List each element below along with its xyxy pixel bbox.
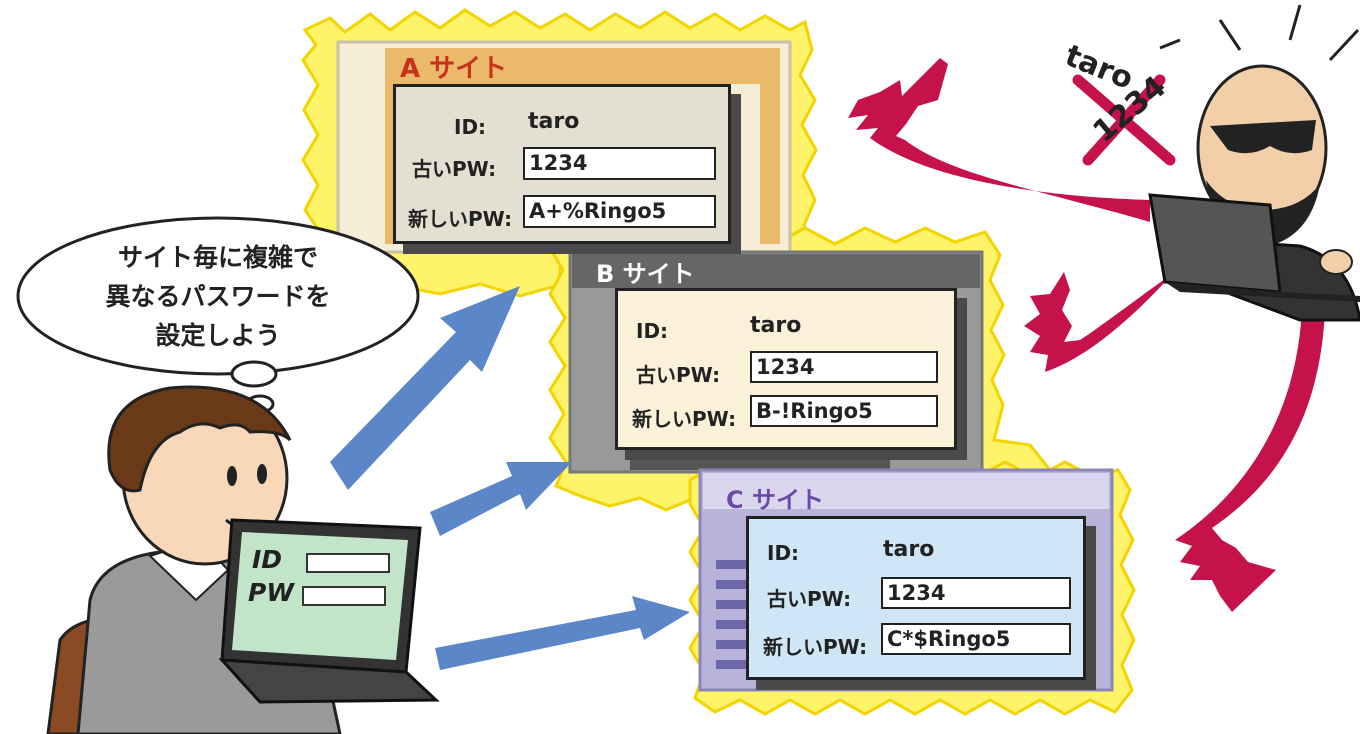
site-b-footer-bar (630, 460, 890, 470)
bubble-text: サイト毎に複雑で 異なるパスワードを 設定しよう (40, 238, 396, 355)
site-b-new-pw-field[interactable]: B-!Ringo5 (750, 395, 938, 427)
site-a-new-pw-label: 新しいPW: (408, 207, 513, 231)
user-eye-right (257, 464, 267, 484)
hacker-laptop-lid (1148, 193, 1282, 294)
site-a-id-value: taro (528, 109, 580, 134)
site-c-old-pw-field[interactable]: 1234 (881, 577, 1071, 609)
user-hair (107, 385, 292, 493)
hacker-lines (1159, 4, 1360, 62)
bubble-body (16, 216, 420, 376)
user-eye-left (227, 466, 237, 486)
site-b-dialog: ID: taro 古いPW: 1234 新しいPW: B-!Ringo5 (615, 288, 957, 450)
blue-arrows (330, 286, 690, 670)
site-a-new-pw-field[interactable]: A+%Ringo5 (523, 195, 716, 228)
laptop-pw-field[interactable] (302, 586, 386, 606)
site-c-new-pw-label: 新しいPW: (763, 635, 868, 659)
hacker-illustration (1072, 4, 1360, 322)
hacker-cross-mark (1072, 74, 1176, 166)
site-b-id-value: taro (750, 313, 802, 338)
site-c-titlebar (703, 473, 1109, 509)
bubble-dot-large (230, 360, 278, 388)
site-a-old-pw-field[interactable]: 1234 (523, 147, 716, 180)
bubble-line-2: 異なるパスワードを (105, 282, 331, 311)
thought-bubble (16, 216, 420, 414)
site-b-old-pw-label: 古いPW: (636, 363, 721, 387)
laptop-id-label: ID (252, 545, 283, 574)
hacker-hand (1319, 249, 1353, 275)
red-arrow-b (1024, 270, 1178, 372)
laptop-pw-label: PW (248, 578, 294, 607)
red-arrows (848, 58, 1325, 612)
site-b-new-pw-label: 新しいPW: (632, 407, 737, 431)
bubble-line-1: サイト毎に複雑で (117, 243, 318, 272)
site-c-old-pw-label: 古いPW: (767, 587, 852, 611)
site-a-sidebar-right (760, 84, 780, 244)
site-b-title: B サイト (596, 260, 695, 288)
site-c-id-label: ID: (767, 541, 800, 565)
site-b-id-label: ID: (636, 319, 669, 343)
blue-arrow-a (330, 286, 520, 490)
blue-arrow-b (430, 462, 572, 536)
laptop-id-field[interactable] (306, 553, 390, 573)
site-a-old-pw-label: 古いPW: (412, 157, 497, 181)
site-c-dialog: ID: taro 古いPW: 1234 新しいPW: C*$Ringo5 (746, 516, 1086, 680)
blue-arrow-c (435, 596, 690, 670)
user-laptop-base (218, 658, 440, 704)
site-a-title: A サイト (400, 54, 508, 84)
hacker-laptop-base (1165, 282, 1360, 302)
site-b-titlebar (572, 254, 980, 288)
red-arrow-c (1175, 306, 1325, 612)
site-c-id-value: taro (883, 537, 935, 562)
site-c-title: C サイト (726, 486, 824, 514)
site-c-new-pw-field[interactable]: C*$Ringo5 (881, 623, 1071, 655)
bubble-line-3: 設定しよう (155, 321, 281, 350)
site-a-titlebar (385, 48, 780, 84)
site-a-id-label: ID: (454, 115, 487, 139)
red-arrow-a (848, 58, 1150, 222)
site-c-menu-lines (716, 560, 756, 669)
site-b-old-pw-field[interactable]: 1234 (750, 351, 938, 383)
site-a-dialog: ID: taro 古いPW: 1234 新しいPW: A+%Ringo5 (393, 84, 731, 244)
hacker-sunglasses (1210, 120, 1316, 154)
